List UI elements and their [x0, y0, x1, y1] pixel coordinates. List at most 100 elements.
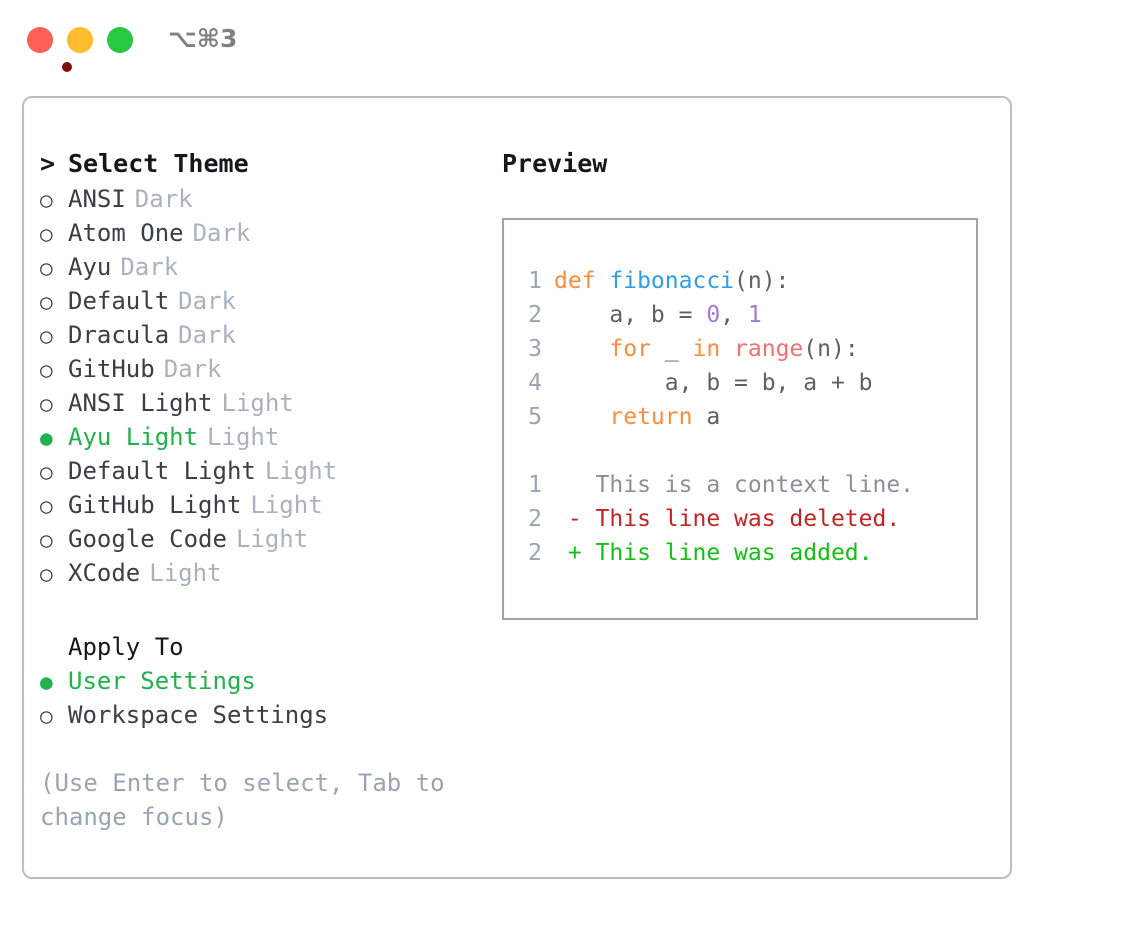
- code-token: range: [734, 336, 804, 362]
- recording-dot-icon: [62, 62, 72, 72]
- apply-to-option-row[interactable]: ○ Workspace Settings: [40, 698, 480, 732]
- close-button[interactable]: [27, 27, 72, 72]
- theme-option-name: Dracula: [68, 321, 170, 349]
- diff-line-number: 2: [528, 540, 542, 566]
- code-line: 5 return a: [520, 400, 976, 434]
- radio-unselected-icon[interactable]: ○: [40, 562, 53, 586]
- spacer: [520, 434, 976, 468]
- code-token: for: [609, 336, 651, 362]
- radio-selected-icon[interactable]: ●: [40, 426, 53, 450]
- radio-unselected-icon[interactable]: ○: [40, 324, 53, 348]
- keyboard-hint-text: (Use Enter to select, Tab to change focu…: [40, 769, 445, 831]
- code-line-number: 4: [528, 370, 542, 396]
- code-token: def: [554, 268, 610, 294]
- code-token: fibonacci: [609, 268, 735, 294]
- theme-option-category: Light: [250, 491, 323, 519]
- theme-option-category: Dark: [134, 185, 193, 213]
- theme-option-row[interactable]: ○ Atom One Dark: [40, 216, 480, 250]
- radio-unselected-icon[interactable]: ○: [40, 188, 53, 212]
- title-bar: ⌥⌘3: [0, 0, 1140, 78]
- code-line: 2 a, b = 0, 1: [520, 298, 976, 332]
- diff-line: 2 - This line was deleted.: [520, 502, 976, 536]
- apply-to-option-name: Workspace Settings: [68, 701, 329, 729]
- code-line-number: 5: [528, 404, 542, 430]
- theme-option-row[interactable]: ○ XCode Light: [40, 556, 480, 590]
- radio-unselected-icon[interactable]: ○: [40, 392, 53, 416]
- radio-unselected-icon[interactable]: ○: [40, 358, 53, 382]
- code-line: 3 for _ in range(n):: [520, 332, 976, 366]
- maximize-button[interactable]: [107, 27, 133, 53]
- radio-unselected-icon[interactable]: ○: [40, 290, 53, 314]
- theme-option-name: Ayu Light: [68, 423, 199, 451]
- preview-title: Preview: [502, 149, 608, 178]
- theme-option-row[interactable]: ● Ayu Light Light: [40, 420, 480, 454]
- theme-option-category: Light: [235, 525, 309, 553]
- theme-option-name: Atom One: [68, 219, 184, 247]
- radio-unselected-icon[interactable]: ○: [40, 704, 53, 728]
- theme-option-row[interactable]: ○ GitHub Light Light: [40, 488, 480, 522]
- theme-option-name: ANSI: [68, 185, 126, 213]
- code-token: in: [692, 336, 721, 362]
- apply-to-marker-placeholder: [40, 631, 68, 665]
- theme-option-name: Ayu: [68, 253, 112, 281]
- apply-to-option-name: User Settings: [68, 667, 256, 695]
- theme-option-name: XCode: [68, 559, 141, 587]
- radio-selected-icon[interactable]: ●: [40, 670, 53, 694]
- code-line: 4 a, b = b, a + b: [520, 366, 976, 400]
- theme-option-category: Dark: [178, 321, 236, 349]
- code-token: a: [692, 404, 721, 430]
- theme-option-category: Dark: [163, 355, 222, 383]
- theme-option-row[interactable]: ○ Ayu Dark: [40, 250, 480, 284]
- theme-option-category: Light: [149, 559, 222, 587]
- diff-line: 2 + This line was added.: [520, 536, 976, 570]
- radio-unselected-icon[interactable]: ○: [40, 494, 53, 518]
- theme-option-name: Default Light: [68, 457, 256, 485]
- code-token: return: [609, 404, 693, 430]
- code-token: ,: [720, 302, 748, 328]
- code-token: [554, 404, 609, 430]
- diff-line-text: + This line was added.: [554, 540, 873, 566]
- theme-option-row[interactable]: ○ GitHub Dark: [40, 352, 480, 386]
- spacer: [40, 732, 480, 766]
- caret-icon: >: [40, 149, 56, 178]
- diff-line-text: This is a context line.: [554, 472, 915, 498]
- theme-option-name: GitHub Light: [68, 491, 242, 519]
- theme-option-category: Dark: [192, 219, 251, 247]
- shortcut-label: ⌥⌘3: [168, 24, 238, 53]
- diff-sample: 1 This is a context line.2 - This line w…: [520, 468, 976, 570]
- theme-list-header-label: Select Theme: [68, 149, 249, 178]
- theme-option-row[interactable]: ○ ANSI Dark: [40, 182, 480, 216]
- code-token: _: [650, 336, 693, 362]
- diff-line-text: - This line was deleted.: [554, 506, 901, 532]
- theme-option-category: Light: [207, 423, 280, 451]
- radio-unselected-icon[interactable]: ○: [40, 222, 53, 246]
- minimize-button[interactable]: [67, 27, 93, 53]
- theme-option-row[interactable]: ○ Dracula Dark: [40, 318, 480, 352]
- radio-unselected-icon[interactable]: ○: [40, 528, 53, 552]
- theme-option-name: Default: [68, 287, 170, 315]
- theme-option-category: Light: [221, 389, 294, 417]
- theme-option-category: Dark: [120, 253, 179, 281]
- radio-unselected-icon[interactable]: ○: [40, 256, 53, 280]
- code-token: a, b =: [554, 302, 707, 328]
- apply-to-option-row[interactable]: ● User Settings: [40, 664, 480, 698]
- theme-option-name: GitHub: [68, 355, 155, 383]
- theme-option-row[interactable]: ○ Google Code Light: [40, 522, 480, 556]
- radio-unselected-icon[interactable]: ○: [40, 460, 53, 484]
- code-token: 1: [747, 302, 762, 328]
- apply-to-label: Apply To: [68, 633, 184, 661]
- code-token: [720, 336, 734, 362]
- theme-option-name: Google Code: [68, 525, 227, 553]
- code-token: (n):: [803, 336, 859, 362]
- spacer: [40, 590, 480, 630]
- code-token: a, b = b, a + b: [554, 370, 873, 396]
